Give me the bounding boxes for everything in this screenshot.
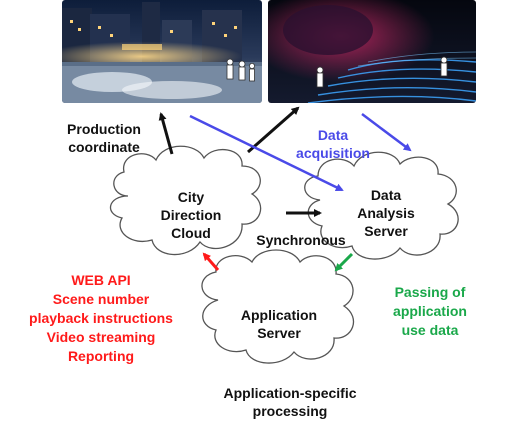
synchronous-label: Synchronous: [256, 232, 346, 248]
passing-of-data-arrow: [334, 252, 354, 272]
application-server-label: Application Server: [240, 307, 318, 341]
web-api-label: WEB API Scene number playback instructio…: [29, 272, 173, 364]
application-server-cloud-shape: [201, 249, 355, 364]
city-direction-cloud-label: City Direction Cloud: [160, 189, 222, 241]
data-acquisition-label: Data acquisition: [296, 127, 370, 161]
data-acquisition-arrow-left: [189, 114, 344, 192]
night-light-installation-photo: [268, 0, 476, 103]
passing-of-data-label: Passing of application use data: [393, 284, 467, 338]
data-acquisition-arrow-right: [361, 113, 412, 152]
night-cityscape-photo: [62, 0, 262, 103]
production-coordinate-arrow: [158, 112, 174, 155]
data-analysis-server-cloud-shape: [304, 151, 459, 260]
application-specific-label: Application-specific processing: [223, 385, 357, 419]
production-coordinate-label: Production coordinate: [67, 121, 141, 155]
cloud-to-installation-arrow: [247, 106, 300, 154]
data-analysis-server-label: Data Analysis Server: [357, 187, 415, 239]
web-api-arrow: [202, 252, 220, 271]
city-direction-cloud-shape: [110, 145, 262, 256]
